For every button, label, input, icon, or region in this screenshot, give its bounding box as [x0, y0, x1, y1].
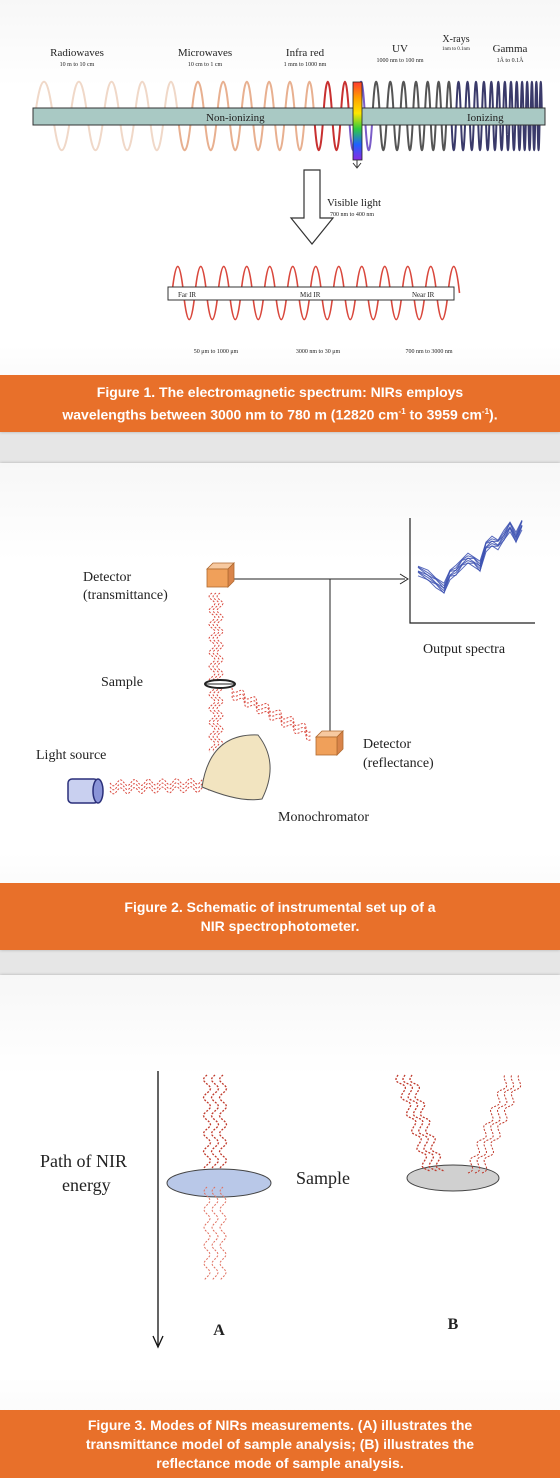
figure-1-caption: Figure 1. The electromagnetic spectrum: … — [0, 375, 560, 432]
caption-sup-2: -1 — [481, 406, 490, 416]
detector-reflectance-label-2: (reflectance) — [363, 756, 434, 771]
band-name-xrays: X-rays — [442, 34, 469, 45]
band-range-xrays: 1nm to 0.1nm — [442, 47, 470, 52]
sample-b-disc-icon — [406, 1164, 500, 1192]
electromagnetic-spectrum-diagram: Non-ionizing Ionizing Radiowaves 10 m to… — [32, 34, 546, 355]
sample-a-disc-icon — [166, 1168, 272, 1198]
detector-reflectance-label-1: Detector — [363, 737, 412, 752]
light-source-label: Light source — [36, 748, 106, 763]
transmittance-waves-through — [203, 1186, 227, 1281]
band-name-radiowaves: Radiowaves — [50, 47, 104, 59]
band-name-gamma: Gamma — [493, 43, 528, 55]
figure-3-caption-line-1: Figure 3. Modes of NIRs measurements. (A… — [87, 1416, 473, 1433]
non-ionizing-label: Non-ionizing — [206, 112, 265, 124]
ir-wave — [171, 265, 461, 321]
caption-text-b: to 3959 cm — [405, 406, 482, 423]
energy-path-arrowhead-icon — [152, 1335, 164, 1349]
output-spectra-plot — [417, 519, 523, 595]
detector-transmittance-label-1: Detector — [83, 570, 132, 585]
figure-3-caption-line-2: transmittance model of sample analysis; … — [85, 1435, 475, 1452]
path-label-1: Path of NIR — [40, 1151, 127, 1171]
spectra-axes — [409, 518, 535, 624]
visible-pointer — [352, 160, 362, 169]
nir-measurement-modes-diagram: Path of NIR energy Sample A B — [40, 1071, 522, 1349]
band-range-microwaves: 10 cm to 1 cm — [188, 62, 223, 68]
reflectance-waves — [395, 1074, 522, 1174]
ir-range-far: 50 μm to 1000 μm — [194, 349, 239, 355]
visible-light-range: 700 nm to 400 nm — [330, 212, 374, 218]
ir-range-mid: 3000 nm to 30 μm — [296, 349, 341, 355]
output-spectra-label: Output spectra — [423, 642, 506, 657]
caption-text-c: ). — [489, 406, 498, 423]
ir-region-near: Near IR — [412, 291, 435, 299]
band-name-microwaves: Microwaves — [178, 47, 232, 59]
figure-3-caption: Figure 3. Modes of NIRs measurements. (A… — [0, 1410, 560, 1478]
caption-text-a: wavelengths between 3000 nm to 780 m (12… — [62, 406, 399, 423]
mode-a-label: A — [213, 1322, 225, 1339]
ir-region-mid: Mid IR — [300, 291, 321, 299]
visible-light-label: Visible light — [327, 197, 381, 209]
detector-reflectance-icon — [315, 730, 344, 756]
path-label-2: energy — [62, 1175, 111, 1195]
monochromator-label: Monochromator — [278, 810, 369, 825]
figure-2-caption: Figure 2. Schematic of instrumental set … — [0, 883, 560, 950]
band-range-infrared: 1 mm to 1000 nm — [284, 62, 327, 68]
detector-transmittance-icon — [206, 562, 235, 588]
ir-bar — [167, 286, 455, 301]
sample-label: Sample — [101, 675, 143, 690]
ir-range-near: 700 nm to 3000 nm — [405, 349, 452, 355]
light-source-icon — [67, 778, 104, 804]
visible-light-strip — [352, 81, 363, 161]
spectrum-bar — [32, 107, 546, 126]
figure-2-caption-line-1: Figure 2. Schematic of instrumental set … — [124, 898, 436, 915]
spectrophotometer-schematic: Output spectra Detector (transmittance) … — [36, 518, 535, 825]
band-range-radiowaves: 10 m to 10 cm — [60, 62, 95, 68]
detector-transmittance-label-2: (transmittance) — [83, 588, 168, 603]
figure-3-panel: Path of NIR energy Sample A B Figure 3. … — [0, 975, 560, 1478]
spectrum-wave — [34, 80, 543, 152]
figure-1-caption-line-2: wavelengths between 3000 nm to 780 m (12… — [0, 402, 560, 425]
band-name-infrared: Infra red — [286, 47, 325, 59]
zoom-arrow-icon — [289, 169, 335, 245]
ionizing-label: Ionizing — [467, 112, 504, 124]
figure-3-caption-line-3: reflectance mode of sample analysis. — [156, 1454, 404, 1471]
output-arrow-icon — [399, 573, 409, 585]
figure-2-caption-line-2: NIR spectrophotometer. — [200, 917, 360, 934]
transmittance-waves — [202, 1074, 228, 1184]
monochromator-icon — [201, 734, 271, 801]
sample-label-fig3: Sample — [296, 1168, 350, 1188]
band-range-uv: 1000 nm to 100 nm — [376, 58, 423, 64]
figure-1-caption-line-1: Figure 1. The electromagnetic spectrum: … — [96, 383, 464, 400]
figure-1-panel: Non-ionizing Ionizing Radiowaves 10 m to… — [0, 0, 560, 432]
ir-region-far: Far IR — [178, 291, 196, 299]
caption-sup-1: -1 — [398, 406, 406, 416]
mode-b-label: B — [448, 1316, 459, 1333]
band-range-gamma: 1Å to 0.1Å — [497, 56, 525, 64]
band-name-uv: UV — [392, 43, 408, 55]
light-path-waves — [109, 592, 311, 795]
figure-2-panel: Output spectra Detector (transmittance) … — [0, 463, 560, 950]
